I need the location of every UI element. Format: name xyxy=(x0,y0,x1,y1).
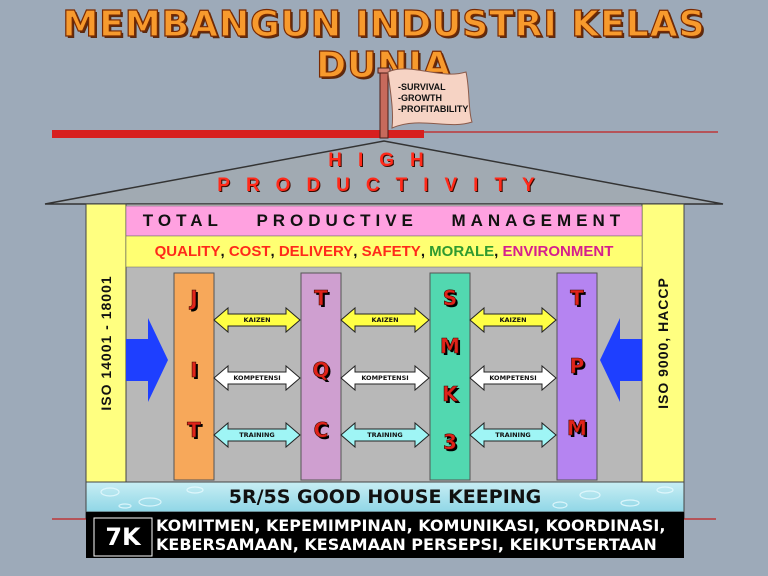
kaizen-label: KAIZEN xyxy=(371,316,399,324)
pillar-tqc xyxy=(300,272,342,481)
flag-pole xyxy=(379,69,389,139)
right-wall-label: ISO 9000, HACCP xyxy=(655,277,671,409)
training-label: TRAINING xyxy=(495,431,531,439)
pillar-tpm-letters: T P M xyxy=(557,286,597,441)
pillar-letter: K xyxy=(442,382,458,407)
pillar-letter: 3 xyxy=(443,430,458,455)
pillar-letter: T xyxy=(187,418,201,443)
kaizen-label: KAIZEN xyxy=(243,316,271,324)
goals-band: QUALITY, COST, DELIVERY, SAFETY, MORALE,… xyxy=(126,236,642,267)
base-band-bg xyxy=(86,512,684,558)
pillar-smk3-letters: S M K 3 xyxy=(430,286,470,455)
goals-separator: , xyxy=(220,243,229,260)
base-line-2: KEBERSAMAAN, KESAMAAN PERSEPSI, KEIKUTSE… xyxy=(156,535,657,554)
kompetensi-label: KOMPETENSI xyxy=(361,374,409,382)
goals-separator: , xyxy=(420,243,430,260)
kaizen-arrow-1 xyxy=(213,306,301,334)
left-wall-label: ISO 14001 - 18001 xyxy=(98,275,114,411)
pillar-smk3 xyxy=(429,272,471,481)
red-bar xyxy=(52,130,424,138)
training-arrow-3 xyxy=(469,421,557,449)
pillar-letter: Q xyxy=(312,358,330,383)
training-arrow-2 xyxy=(340,421,430,449)
pillar-jit xyxy=(173,272,215,481)
pillar-letter: S xyxy=(442,286,458,311)
kaizen-arrow-2 xyxy=(340,306,430,334)
pillar-jit-letters: J I T xyxy=(174,286,214,443)
left-wall xyxy=(85,203,127,483)
goals-separator: , xyxy=(353,243,362,260)
goal-item: COST xyxy=(228,243,271,260)
goal-item: MORALE xyxy=(429,243,495,260)
base-line-1: KOMITMEN, KEPEMIMPINAN, KOMUNIKASI, KOOR… xyxy=(156,516,666,535)
pillar-letter: M xyxy=(440,334,461,359)
roof-high: HIGH xyxy=(328,150,440,171)
kaizen-arrow-3 xyxy=(469,306,557,334)
page-title: MEMBANGUN INDUSTRI KELAS DUNIA xyxy=(62,3,706,86)
7k-badge: 7K xyxy=(105,523,141,551)
right-blue-arrow xyxy=(600,318,642,402)
base-text: KOMITMEN, KEPEMIMPINAN, KOMUNIKASI, KOOR… xyxy=(156,516,680,554)
pillar-letter: T xyxy=(314,286,328,311)
right-wall xyxy=(641,203,685,483)
pillar-letter: P xyxy=(569,354,585,379)
left-blue-arrow xyxy=(126,318,168,402)
kompetensi-arrow-1 xyxy=(213,364,301,392)
flag-item: -PROFITABILITY xyxy=(398,104,469,114)
goal-item: QUALITY xyxy=(154,243,221,260)
tpm-word: PRODUCTIVE xyxy=(256,211,418,230)
goals-band-bg xyxy=(125,235,643,268)
pillar-letter: T xyxy=(570,286,584,311)
pillar-letter: M xyxy=(567,416,588,441)
training-arrow-1 xyxy=(213,421,301,449)
training-label: TRAINING xyxy=(367,431,403,439)
tpm-band: TOTAL PRODUCTIVE MANAGEMENT xyxy=(126,206,642,236)
kompetensi-arrow-2 xyxy=(340,364,430,392)
training-label: TRAINING xyxy=(239,431,275,439)
flag-text: -SURVIVAL -GROWTH -PROFITABILITY xyxy=(398,82,468,115)
goals-separator: , xyxy=(270,243,279,260)
pillar-tqc-letters: T Q C xyxy=(301,286,341,443)
flag-banner xyxy=(387,68,473,129)
tpm-word: TOTAL xyxy=(142,211,223,230)
7k-badge-bg xyxy=(93,517,153,557)
goal-item: ENVIRONMENT xyxy=(502,243,614,260)
goal-item: SAFETY xyxy=(361,243,421,260)
pillar-letter: C xyxy=(313,418,329,443)
foundation-bg xyxy=(85,481,685,513)
flag-item: -GROWTH xyxy=(398,93,442,103)
pillar-letter: J xyxy=(190,286,198,311)
kompetensi-label: KOMPETENSI xyxy=(233,374,281,382)
kaizen-label: KAIZEN xyxy=(499,316,527,324)
flag-item: -SURVIVAL xyxy=(398,82,446,92)
pillar-tpm xyxy=(556,272,598,481)
tpm-word: MANAGEMENT xyxy=(451,211,626,230)
roof-productivity: PRODUCTIVITY xyxy=(217,175,551,196)
goals-separator: , xyxy=(494,243,503,260)
tpm-band-bg xyxy=(125,205,643,237)
goal-item: DELIVERY xyxy=(278,243,354,260)
pillar-letter: I xyxy=(190,358,198,383)
foundation-label: 5R/5S GOOD HOUSE KEEPING xyxy=(228,486,542,508)
kompetensi-label: KOMPETENSI xyxy=(489,374,537,382)
kompetensi-arrow-3 xyxy=(469,364,557,392)
